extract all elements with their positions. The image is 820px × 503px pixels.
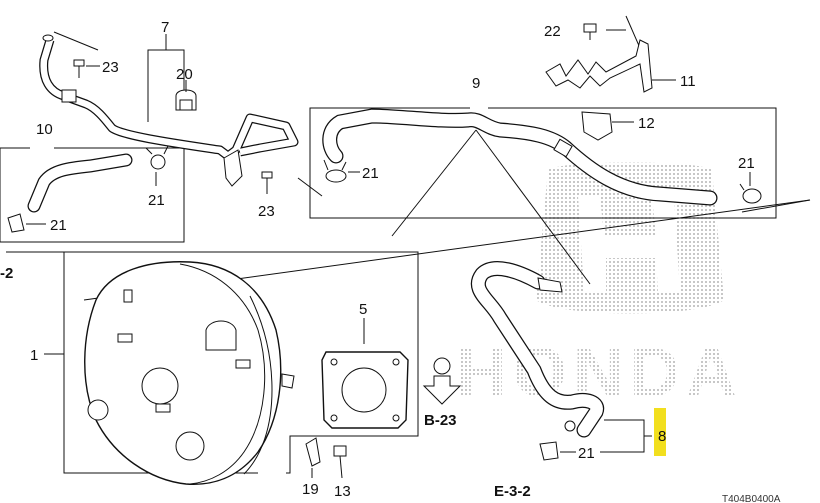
clip-21b-icon bbox=[7, 213, 25, 233]
callout-11: 11 bbox=[680, 73, 696, 90]
leader-8 bbox=[600, 419, 645, 453]
clamp-20-icon bbox=[175, 89, 197, 111]
leader-23a bbox=[53, 31, 99, 51]
callout-8: 8 bbox=[658, 428, 666, 445]
drawing-code: T404B0400A bbox=[722, 494, 781, 503]
brake-booster-1 bbox=[84, 261, 295, 485]
hose-8 bbox=[470, 261, 605, 438]
bolt-23b-icon bbox=[261, 171, 273, 194]
ref-e32: E-3-2 bbox=[494, 483, 531, 500]
clamp-21d-icon bbox=[739, 183, 762, 204]
pin-19-icon bbox=[305, 437, 321, 467]
ref-b23-arrow bbox=[422, 357, 462, 405]
ref-b23: B-23 bbox=[424, 412, 457, 429]
bolt-22-icon bbox=[583, 23, 597, 40]
callout-21b: 21 bbox=[50, 217, 67, 234]
clamp-21a-icon bbox=[145, 145, 169, 170]
leader-22-diag bbox=[625, 15, 641, 49]
hose-end-cap bbox=[42, 34, 54, 42]
leader-box9-bolt bbox=[297, 177, 323, 197]
highlight-8 bbox=[654, 408, 666, 456]
leader-21-right bbox=[741, 199, 811, 213]
bolt-13-icon bbox=[333, 445, 347, 479]
box-10 bbox=[0, 147, 185, 243]
callout-21c: 21 bbox=[362, 165, 379, 182]
mount-bracket bbox=[223, 149, 243, 187]
clip-12-icon bbox=[581, 111, 613, 141]
callout-22: 22 bbox=[544, 23, 561, 40]
callout-21d: 21 bbox=[738, 155, 755, 172]
callout-23b: 23 bbox=[258, 203, 275, 220]
leader-hose-joint bbox=[391, 129, 477, 237]
ref-left: -2 bbox=[0, 265, 13, 282]
callout-21e: 21 bbox=[578, 445, 595, 462]
callout-7: 7 bbox=[161, 19, 169, 36]
callout-10: 10 bbox=[36, 121, 53, 138]
callout-9: 9 bbox=[472, 75, 480, 92]
bracket-11 bbox=[545, 39, 653, 93]
callout-5: 5 bbox=[359, 301, 367, 318]
box-9 bbox=[309, 107, 777, 219]
bolt-23a-icon bbox=[73, 59, 85, 78]
box-1 bbox=[63, 251, 419, 474]
hose-10 bbox=[27, 153, 133, 213]
hose-9 bbox=[322, 108, 718, 206]
callout-23a: 23 bbox=[102, 59, 119, 76]
callout-21a: 21 bbox=[148, 192, 165, 209]
leader-7 bbox=[147, 49, 185, 122]
clamp-21c-icon bbox=[323, 159, 347, 183]
callout-20: 20 bbox=[176, 66, 193, 83]
callout-1: 1 bbox=[30, 347, 38, 364]
check-valve bbox=[537, 277, 563, 293]
hose-assembly-7 bbox=[39, 34, 299, 187]
clamp-21e-icon bbox=[539, 441, 559, 461]
callout-19: 19 bbox=[302, 481, 319, 498]
leader-hose-check bbox=[475, 129, 591, 285]
gasket-5 bbox=[321, 351, 409, 429]
hose-clip bbox=[61, 89, 77, 103]
callout-13: 13 bbox=[334, 483, 351, 500]
callout-12: 12 bbox=[638, 115, 655, 132]
